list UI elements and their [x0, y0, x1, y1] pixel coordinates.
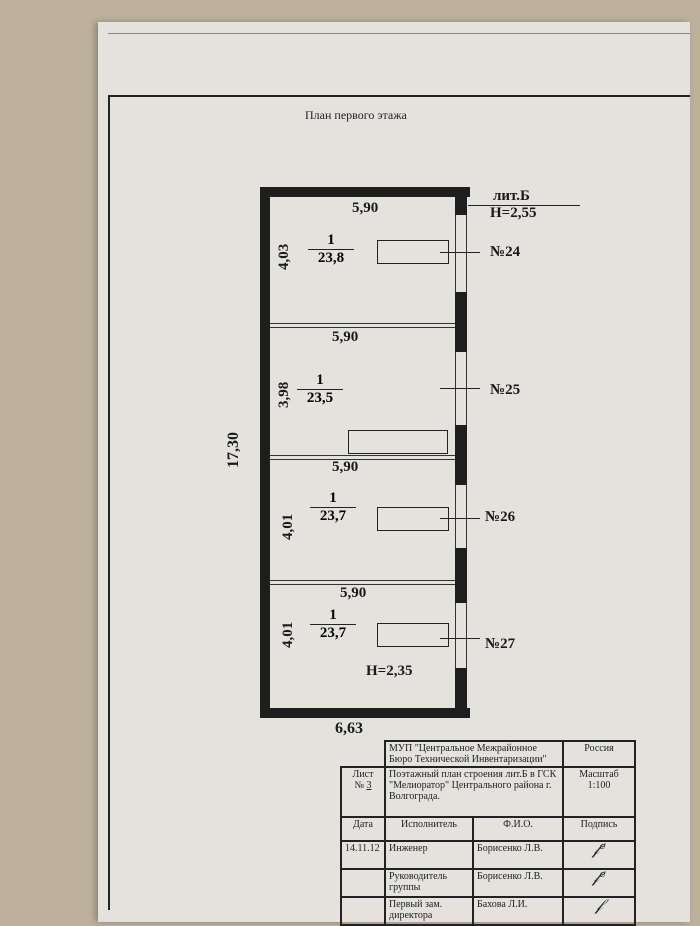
leader-line: [440, 252, 480, 253]
row-date: [340, 896, 386, 926]
garage-label: №26: [485, 509, 516, 525]
scale-label: Масштаб: [579, 769, 619, 780]
partition: [270, 455, 455, 460]
wall-segment: [455, 197, 467, 215]
area-value: 23,5: [306, 390, 334, 406]
row-date: 14.11.12: [340, 840, 386, 870]
scale-value: 1:100: [587, 780, 611, 791]
room-length: 4,01: [280, 513, 296, 540]
organization: МУП "Центральное Межрайонное Бюро Технич…: [384, 740, 564, 768]
room-length: 4,01: [280, 621, 296, 648]
room-length: 4,03: [276, 243, 292, 270]
lit-label: лит.Б: [493, 188, 530, 204]
wall-segment: [455, 292, 467, 352]
signature: 𝒻ᵉ: [562, 868, 636, 898]
wall-segment: [455, 425, 467, 485]
header-executor: Исполнитель: [384, 816, 474, 842]
frame-line: [108, 95, 110, 910]
garage-label: №25: [490, 382, 521, 398]
title-block: МУП "Центральное Межрайонное Бюро Технич…: [340, 740, 636, 926]
leader-line: [440, 638, 480, 639]
row-role: Руководитель группы: [384, 868, 474, 898]
area-value: 23,7: [319, 508, 347, 524]
leader-line: [440, 388, 480, 389]
partition: [270, 323, 455, 328]
row-date: [340, 868, 386, 898]
header-name: Ф.И.О.: [472, 816, 564, 842]
header-date: Дата: [340, 816, 386, 842]
signature: 𝒻ᵉ: [562, 840, 636, 870]
wall-segment: [455, 668, 467, 708]
room-width: 5,90: [332, 329, 359, 345]
drawing-description: Поэтажный план строения лит.Б в ГСК "Мел…: [384, 766, 564, 818]
leader-line: [440, 518, 480, 519]
sheet-label: Лист: [352, 769, 374, 780]
leader-line: [468, 205, 580, 206]
plan-title: План первого этажа: [305, 108, 407, 122]
area-value: 23,7: [319, 625, 347, 641]
area-value: 23,8: [317, 250, 345, 266]
row-role: Первый зам. директора: [384, 896, 474, 926]
room-number: 1: [310, 490, 356, 508]
row-name: Борисенко Л.В.: [472, 868, 564, 898]
signature: 𝒻: [562, 896, 636, 926]
room-number: 1: [297, 372, 343, 390]
wall-bottom: [260, 708, 470, 718]
frame-line: [108, 95, 690, 97]
bottom-width: 6,63: [335, 720, 363, 737]
wall-segment: [455, 548, 467, 603]
room-number: 1: [308, 232, 354, 250]
country: Россия: [562, 740, 636, 768]
partition: [270, 580, 455, 585]
room-width: 5,90: [352, 200, 379, 216]
row-name: Бахова Л.И.: [472, 896, 564, 926]
garage-label: №24: [490, 244, 521, 260]
header-signature: Подпись: [562, 816, 636, 842]
height-bottom: Н=2,35: [366, 663, 413, 679]
room-width: 5,90: [340, 585, 367, 601]
car-outline: [348, 430, 448, 454]
garage-label: №27: [485, 636, 516, 652]
wall-left: [260, 187, 270, 718]
car-outline: [377, 507, 449, 531]
sheet-number: 3: [366, 780, 372, 791]
row-role: Инженер: [384, 840, 474, 870]
sheet-no-label: №: [354, 780, 365, 791]
car-outline: [377, 240, 449, 264]
wall-top: [260, 187, 470, 197]
room-length: 3,98: [276, 381, 292, 408]
height-top: Н=2,55: [490, 205, 537, 221]
total-length: 17,30: [225, 432, 242, 468]
car-outline: [377, 623, 449, 647]
room-width: 5,90: [332, 459, 359, 475]
frame-line: [108, 33, 690, 34]
room-number: 1: [310, 607, 356, 625]
row-name: Борисенко Л.В.: [472, 840, 564, 870]
